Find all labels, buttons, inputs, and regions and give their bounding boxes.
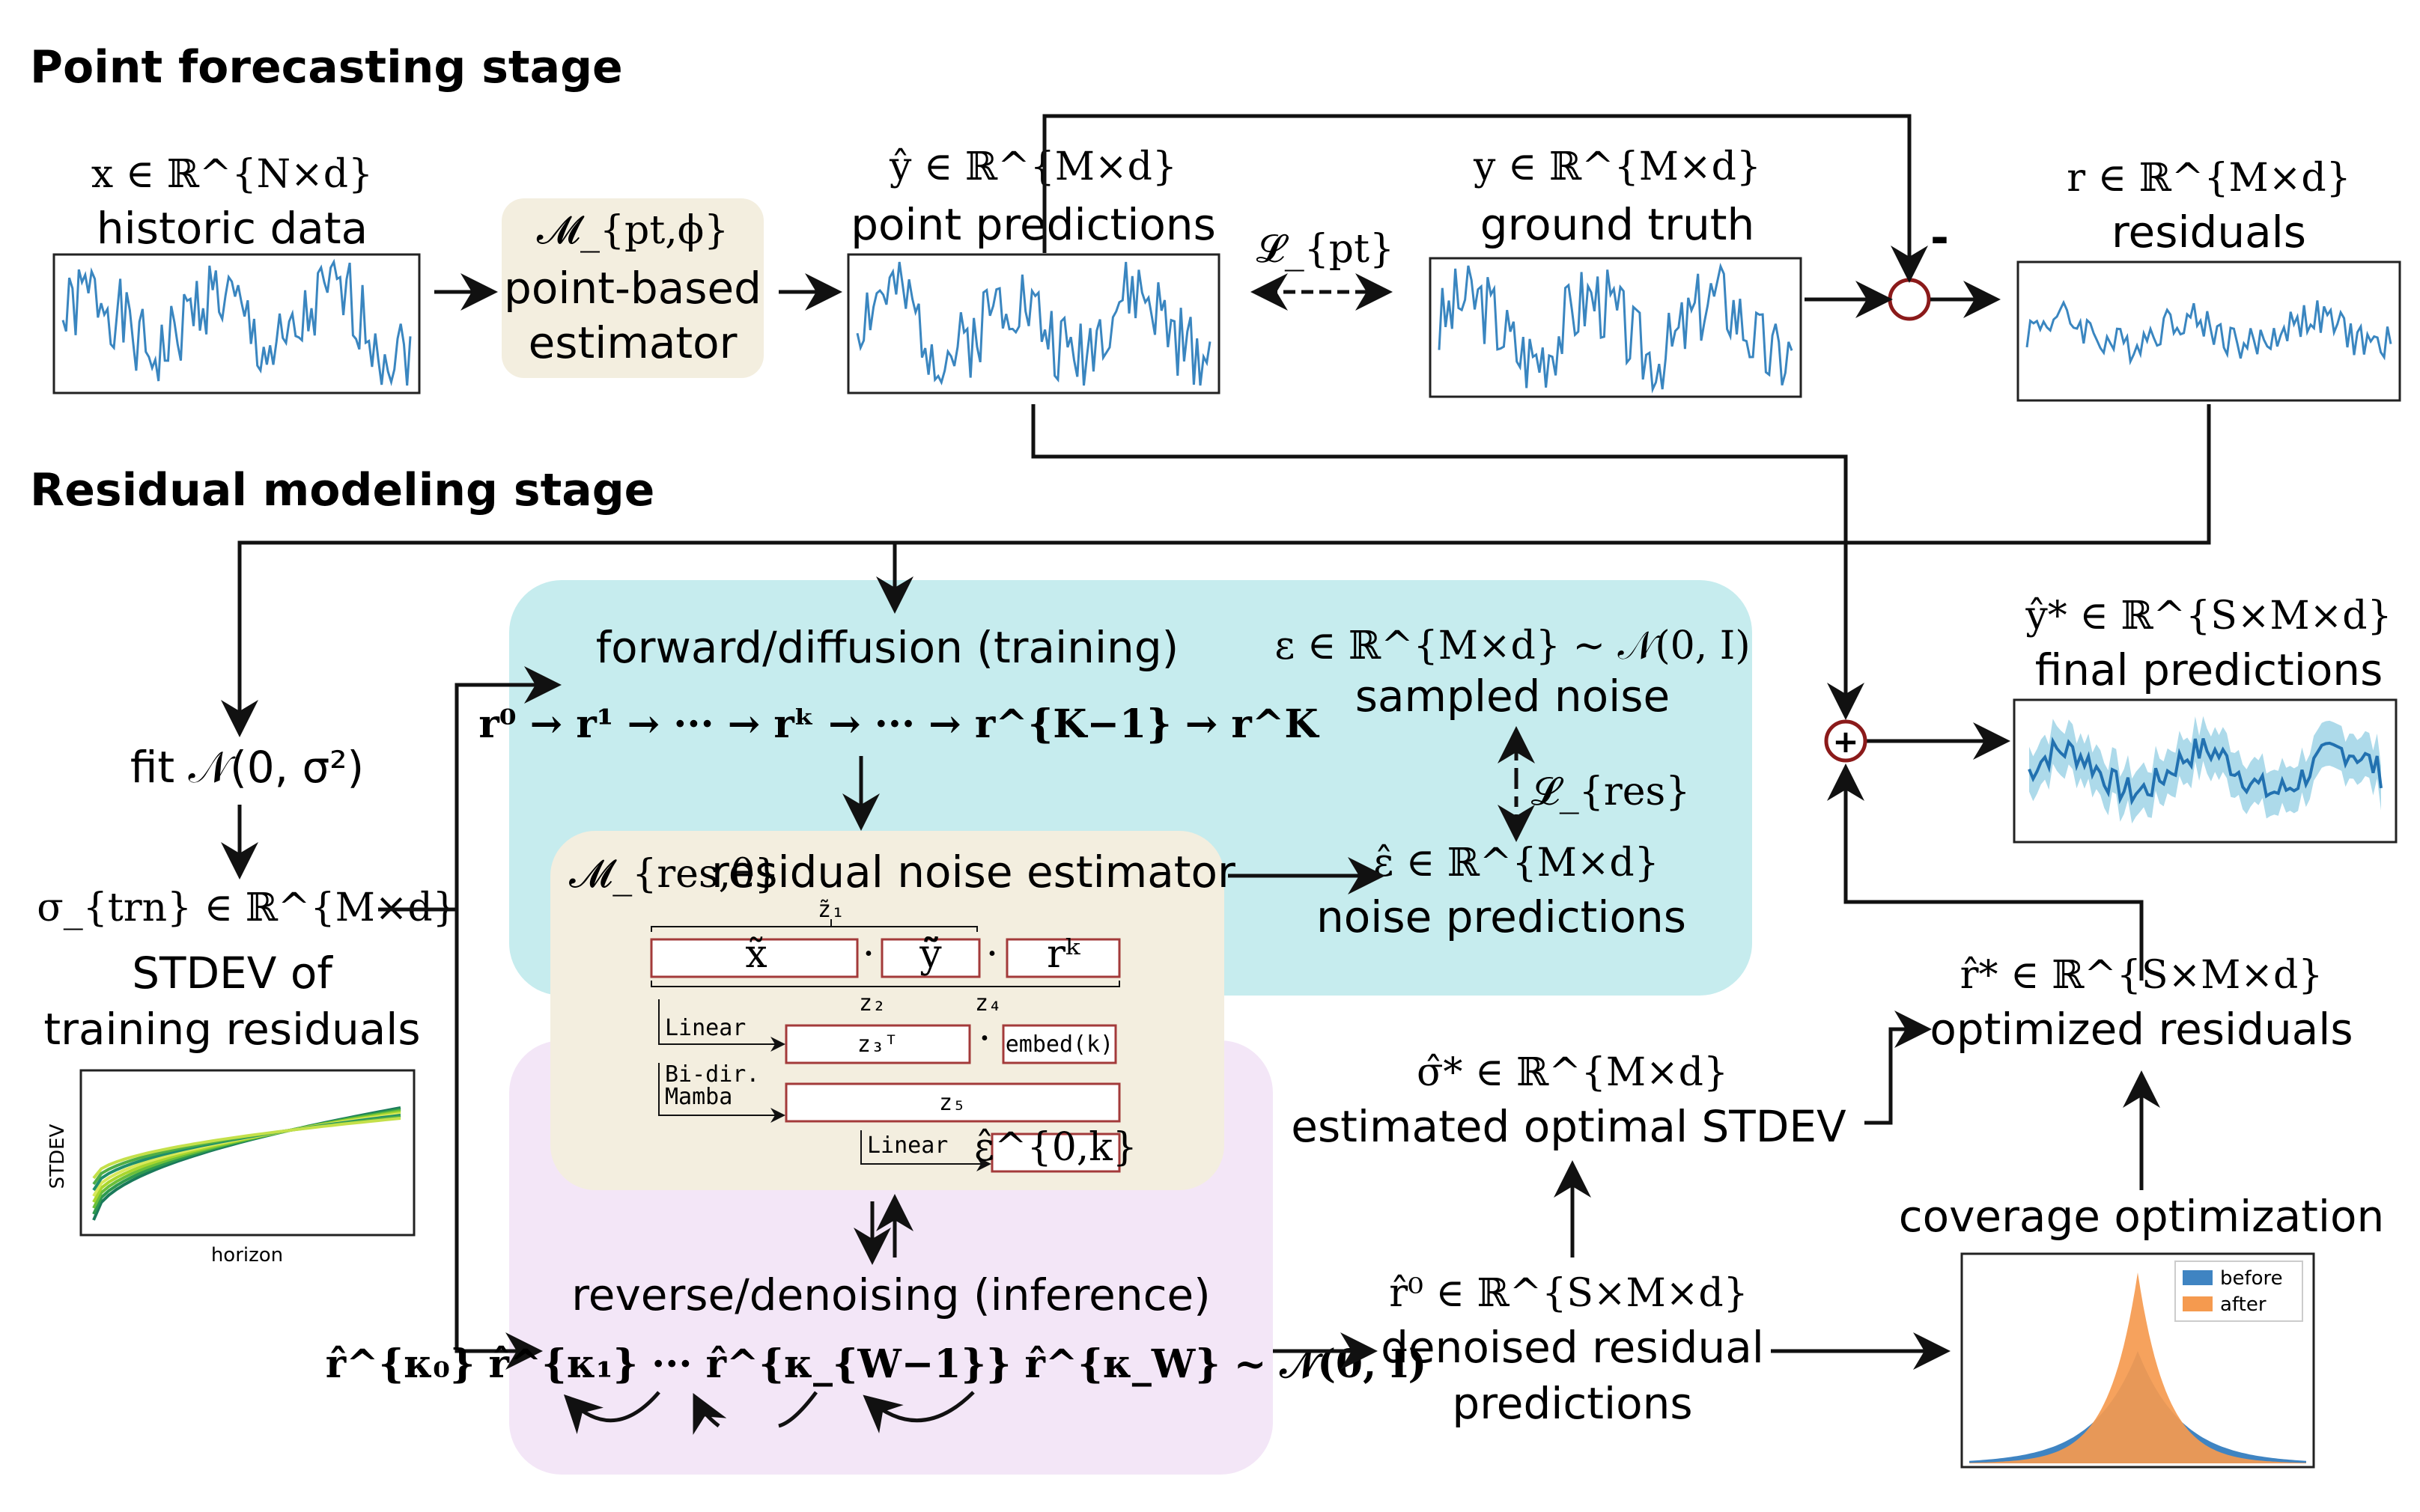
net-embed-box bbox=[1002, 1024, 1117, 1064]
r-math: r ∈ ℝ^{M×d} bbox=[2067, 156, 2350, 201]
sigma-line2: training residuals bbox=[43, 1004, 420, 1055]
final-math: ŷ* ∈ ℝ^{S×M×d} bbox=[2025, 594, 2392, 638]
net-eps-box bbox=[991, 1133, 1121, 1173]
net-z3: z₃ᵀ bbox=[857, 1031, 898, 1058]
sampled-noise-math: ε ∈ ℝ^{M×d} ~ 𝒩(0, I) bbox=[1274, 624, 1750, 668]
historic-data-label: historic data bbox=[97, 203, 368, 254]
net-x-box bbox=[650, 938, 859, 978]
loss-pt: 𝓛_{pt} bbox=[1256, 227, 1394, 272]
denoised-math: r̂⁰ ∈ ℝ^{S×M×d} bbox=[1389, 1271, 1748, 1316]
point-stage-arrows bbox=[221, 114, 2211, 737]
stdev-axis-y: STDEV bbox=[46, 1124, 69, 1189]
point-predictions-series bbox=[856, 261, 1211, 386]
estimator-reverse-arrows bbox=[854, 1194, 913, 1265]
net-z2: z₂ bbox=[859, 990, 886, 1016]
point-estimator-math: 𝓜_{pt,ϕ} bbox=[537, 208, 729, 253]
x-math: x ∈ ℝ^{N×d} bbox=[91, 152, 373, 197]
point-predictions-plot bbox=[847, 253, 1220, 394]
lower-right-arrows bbox=[1554, 722, 2160, 1370]
reverse-curved-arrows bbox=[563, 1391, 975, 1435]
stdev-axis-x: horizon bbox=[211, 1244, 283, 1266]
final-label: final predictions bbox=[2035, 644, 2383, 695]
net-y-box bbox=[881, 938, 981, 978]
add-node bbox=[1824, 719, 1867, 763]
y-math: y ∈ ℝ^{M×d} bbox=[1473, 144, 1761, 189]
historic-data-plot bbox=[52, 253, 421, 394]
net-embed: embed(k) bbox=[1006, 1031, 1114, 1058]
legend-before-swatch bbox=[2183, 1270, 2213, 1285]
stdev-plot bbox=[79, 1069, 416, 1237]
net-z5: z₅ bbox=[939, 1090, 966, 1116]
denoised-line1: denoised residual bbox=[1381, 1322, 1764, 1373]
fit-normal-label: fit 𝒩(0, σ²) bbox=[130, 742, 364, 793]
net-z5-box bbox=[785, 1082, 1121, 1123]
ground-truth-plot bbox=[1429, 257, 1802, 398]
plus-sign: + bbox=[1832, 723, 1858, 760]
minus-sign: - bbox=[1930, 212, 1949, 264]
net-rk-box bbox=[1006, 938, 1121, 978]
sigma-line1: STDEV of bbox=[132, 948, 333, 999]
sigma-arrows bbox=[378, 666, 562, 1370]
legend-after-swatch bbox=[2183, 1296, 2213, 1311]
point-predictions-label: point predictions bbox=[851, 199, 1216, 250]
net-eps-out: ε̂^{0,k} bbox=[974, 1125, 1137, 1170]
loss-res: 𝓛_{res} bbox=[1531, 769, 1690, 814]
residuals-plot bbox=[2016, 260, 2401, 402]
final-series bbox=[2028, 737, 2383, 806]
residual-stage-title: Residual modeling stage bbox=[30, 464, 654, 516]
forward-chain: r⁰ → r¹ → ··· → rᵏ → ··· → r^{K−1} → r^K bbox=[478, 701, 1319, 747]
net-linear-1: Linear bbox=[665, 1015, 746, 1041]
ground-truth-label: ground truth bbox=[1480, 199, 1755, 250]
historic-data-series bbox=[61, 258, 412, 386]
opt-res-label: optimized residuals bbox=[1930, 1004, 2353, 1055]
res-estimator-math: 𝓜_{res,θ} bbox=[569, 852, 779, 897]
reverse-chain: r̂^{κ₀} r̂^{κ₁} ··· r̂^{κ_{W−1}} r̂^{κ_W… bbox=[326, 1341, 1427, 1387]
ground-truth-series bbox=[1438, 262, 1793, 394]
net-rk: rᵏ bbox=[1047, 932, 1081, 977]
point-estimator-line2: estimator bbox=[529, 317, 738, 368]
net-z4: z₄ bbox=[975, 990, 1002, 1016]
final-band bbox=[2029, 716, 2381, 824]
point-stage-title: Point forecasting stage bbox=[30, 41, 623, 94]
net-z1: z̃₁ bbox=[818, 897, 845, 923]
noise-pred-label: noise predictions bbox=[1316, 891, 1686, 942]
hist-after bbox=[1969, 1272, 2306, 1463]
residuals-series bbox=[2025, 299, 2392, 366]
opt-res-math: r̂* ∈ ℝ^{S×M×d} bbox=[1960, 953, 2323, 998]
stdev-curve bbox=[92, 1117, 401, 1180]
reverse-title: reverse/denoising (inference) bbox=[571, 1269, 1211, 1320]
opt-stdev-math: σ̂* ∈ ℝ^{M×d} bbox=[1417, 1050, 1728, 1095]
res-estimator-label: residual noise estimator bbox=[711, 847, 1235, 897]
legend-before: before bbox=[2220, 1267, 2283, 1290]
net-dot-1: · bbox=[863, 932, 875, 977]
opt-stdev-label: estimated optimal STDEV bbox=[1291, 1101, 1846, 1152]
net-x: x̃ bbox=[745, 932, 767, 977]
residuals-label: residuals bbox=[2112, 207, 2306, 257]
net-mamba-2: Mamba bbox=[665, 1084, 732, 1110]
net-z3-box bbox=[785, 1024, 971, 1064]
final-plot bbox=[2013, 698, 2398, 844]
sampled-noise-label: sampled noise bbox=[1355, 671, 1670, 722]
subtract-node bbox=[1888, 278, 1931, 321]
legend-after: after bbox=[2220, 1293, 2267, 1316]
net-mamba-1: Bi-dir. bbox=[665, 1061, 759, 1088]
net-dot-3: · bbox=[979, 1016, 991, 1061]
point-estimator-box bbox=[502, 198, 764, 378]
net-ytilde: ỹ̃ bbox=[919, 932, 942, 977]
stdev-curves bbox=[92, 1106, 401, 1221]
coverage-label: coverage optimization bbox=[1899, 1191, 2385, 1242]
denoised-line2: predictions bbox=[1452, 1378, 1692, 1429]
net-linear-2: Linear bbox=[867, 1133, 948, 1159]
network-schematic bbox=[651, 919, 1120, 1171]
point-estimator-line1: point-based bbox=[504, 263, 761, 314]
yhat-math: ŷ ∈ ℝ^{M×d} bbox=[889, 144, 1177, 189]
forward-title: forward/diffusion (training) bbox=[596, 622, 1179, 673]
noise-pred-math: ε̂ ∈ ℝ^{M×d} bbox=[1373, 841, 1659, 885]
net-dot-2: · bbox=[986, 932, 999, 977]
